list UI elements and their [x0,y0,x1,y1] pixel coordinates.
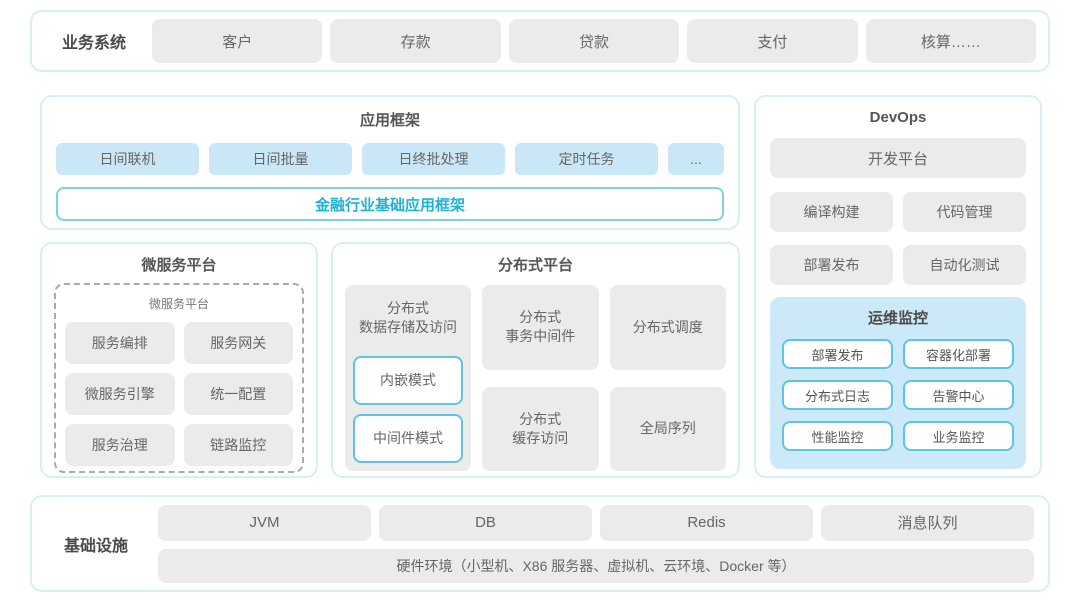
infra-jvm: JVM [158,504,371,541]
mode-scheduled-task: 定时任务 [515,143,658,175]
app-framework-title: 应用框架 [359,112,420,129]
distributed-title: 分布式平台 [497,257,573,274]
micro-service-engine: 微服务引擎 [65,373,175,415]
hardware-environment: 硬件环境（小型机、X86 服务器、虚拟机、云环境、Docker 等） [158,548,1034,583]
infrastructure-items: JVM DB Redis 消息队列 硬件环境（小型机、X86 服务器、虚拟机、云… [158,504,1034,583]
finance-base-framework: 金融行业基础应用框架 [56,187,724,221]
compile-build: 编译构建 [770,192,893,232]
micro-service-gateway: 服务网关 [183,322,293,364]
dev-platform: 开发平台 [770,138,1026,178]
distributed-scheduling: 分布式调度 [609,285,726,370]
app-framework-panel: 应用框架 日间联机 日间批量 日终批处理 定时任务 ... 金融行业基础应用框架 [40,95,740,230]
micro-service-orchestration: 服务编排 [65,322,175,364]
infrastructure-panel: 基础设施 JVM DB Redis 消息队列 硬件环境（小型机、X86 服务器、… [30,495,1050,592]
micro-unified-config: 统一配置 [183,373,293,415]
infrastructure-label: 基础设施 [63,537,128,555]
microservice-inner-box: 微服务平台 服务编排 服务网关 微服务引擎 统一配置 服务治理 链路监控 [54,283,304,473]
ops-monitoring-title: 运维监控 [867,310,928,327]
business-item-customer: 客户 [152,19,323,63]
deploy-release: 部署发布 [770,245,893,285]
distributed-body: 分布式 数据存储及访问 内嵌模式 中间件模式 分布式 事务中间件 分布式调度 分… [345,285,726,471]
micro-trace-monitoring: 链路监控 [183,424,293,466]
microservice-grid: 服务编排 服务网关 微服务引擎 统一配置 服务治理 链路监控 [65,322,293,466]
middle-area: 应用框架 日间联机 日间批量 日终批处理 定时任务 ... 金融行业基础应用框架… [40,95,1042,478]
ops-business-monitoring: 业务监控 [903,421,1014,451]
microservice-title: 微服务平台 [141,257,217,274]
microservice-inner-title: 微服务平台 [148,297,209,311]
distributed-transaction-middleware: 分布式 事务中间件 [482,285,599,370]
ops-deploy-release: 部署发布 [782,339,893,369]
infra-redis: Redis [600,504,813,541]
ops-alert-center: 告警中心 [903,380,1014,410]
devops-tools-grid: 编译构建 代码管理 部署发布 自动化测试 [770,192,1026,285]
infrastructure-row: JVM DB Redis 消息队列 [158,504,1034,541]
distributed-panel: 分布式平台 分布式 数据存储及访问 内嵌模式 中间件模式 分布式 事务中间件 分… [331,242,740,478]
business-systems-label: 业务系统 [61,35,126,52]
embedded-mode-box: 内嵌模式 [353,355,463,405]
business-item-accounting: 核算…… [865,19,1037,63]
micro-service-governance: 服务治理 [65,424,175,466]
business-systems-panel: 业务系统 客户 存款 贷款 支付 核算…… [30,10,1050,72]
mode-more: ... [668,143,724,175]
business-item-loan: 贷款 [508,19,680,63]
mode-daytime-batch: 日间批量 [209,143,352,175]
infra-db: DB [379,504,592,541]
infra-message-queue: 消息队列 [821,504,1034,541]
business-item-deposit: 存款 [330,19,501,63]
devops-panel: DevOps 开发平台 编译构建 代码管理 部署发布 自动化测试 运维监控 部署… [754,95,1042,478]
distributed-grid: 分布式 事务中间件 分布式调度 分布式 缓存访问 全局序列 [482,285,726,471]
ops-performance-monitoring: 性能监控 [782,421,893,451]
ops-distributed-logs: 分布式日志 [782,380,893,410]
ops-monitoring-grid: 部署发布 容器化部署 分布式日志 告警中心 性能监控 业务监控 [782,339,1014,451]
distributed-storage-box: 分布式 数据存储及访问 内嵌模式 中间件模式 [345,285,471,471]
platforms-row: 微服务平台 微服务平台 服务编排 服务网关 微服务引擎 统一配置 服务治理 链路… [40,242,740,478]
ops-monitoring-panel: 运维监控 部署发布 容器化部署 分布式日志 告警中心 性能监控 业务监控 [770,297,1026,469]
distributed-cache-access: 分布式 缓存访问 [482,386,599,471]
devops-title: DevOps [869,109,927,126]
app-framework-modes: 日间联机 日间批量 日终批处理 定时任务 ... [56,143,724,175]
code-management: 代码管理 [903,192,1026,232]
distributed-storage-title: 分布式 数据存储及访问 [359,300,457,335]
automated-testing: 自动化测试 [903,245,1026,285]
business-item-payment: 支付 [687,19,858,63]
middleware-mode-box: 中间件模式 [353,413,463,463]
global-sequence: 全局序列 [609,386,726,471]
mode-daytime-online: 日间联机 [56,143,199,175]
mode-eod-batch: 日终批处理 [362,143,505,175]
left-column: 应用框架 日间联机 日间批量 日终批处理 定时任务 ... 金融行业基础应用框架… [40,95,740,478]
microservice-panel: 微服务平台 微服务平台 服务编排 服务网关 微服务引擎 统一配置 服务治理 链路… [40,242,318,478]
ops-container-deploy: 容器化部署 [903,339,1014,369]
